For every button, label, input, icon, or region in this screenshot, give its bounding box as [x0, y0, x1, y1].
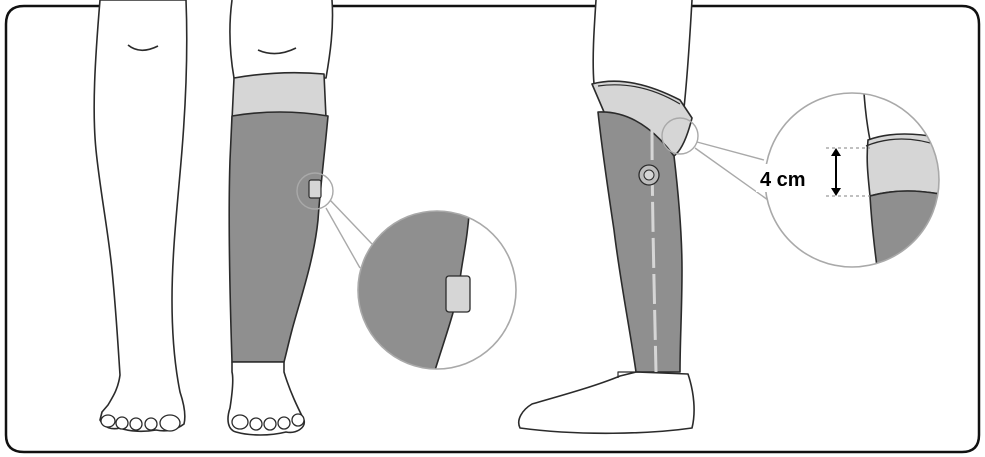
compression-sleeve	[229, 112, 328, 362]
sleeve-marker-tab	[309, 180, 321, 198]
shoe	[519, 372, 694, 433]
sleeved-leg-side	[519, 0, 698, 433]
bare-leg	[94, 0, 187, 431]
sleeved-leg-front	[228, 0, 333, 435]
front-zoom-callout	[300, 200, 516, 380]
measure-label: 4 cm	[760, 169, 806, 191]
